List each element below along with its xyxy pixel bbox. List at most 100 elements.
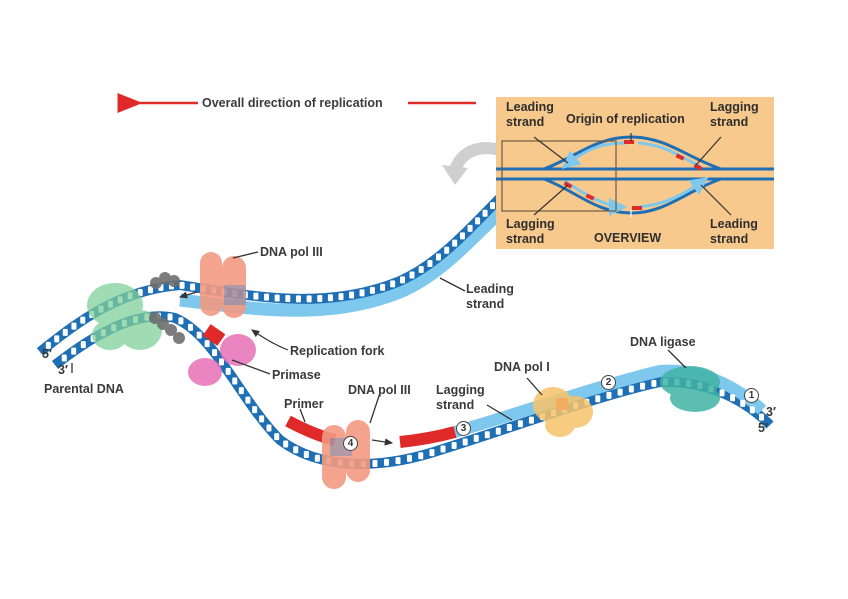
base-pair-tick [418,265,424,273]
base-pair-tick [266,424,272,432]
base-pair-tick [303,451,309,459]
step-3-badge: 3 [456,421,471,436]
label-leading-strand-2: strand [466,297,505,311]
label-primase: Primase [272,368,321,382]
dna-pol-iii-top [200,252,246,318]
base-pair-tick [406,454,412,462]
base-pair-tick [54,335,60,343]
label-dna-pol-iii-top: DNA pol III [260,245,323,259]
label-leading-strand-1: Leading [466,282,514,296]
overview-lagging-strand-top-right: Lagging strand [710,100,759,129]
base-pair-tick [71,347,77,355]
base-pair-tick [359,289,365,297]
base-pair-tick [245,396,251,404]
base-pair-tick [196,331,202,339]
base-pair-tick [232,377,238,385]
leader-lines [71,251,687,424]
overview-bubble [496,133,774,217]
base-pair-tick [467,224,473,232]
base-pair-tick [427,259,433,267]
dna-ligase [660,366,720,412]
base-pair-tick [204,340,210,348]
base-pair-tick [225,367,231,375]
overview-origin-label: Origin of replication [566,112,685,126]
base-pair-tick [730,394,736,402]
base-pair-tick [264,293,270,301]
base-pair-tick [384,458,390,466]
base-pair-tick [372,459,378,467]
base-pair-tick [606,391,612,399]
zoom-arrow [449,142,502,173]
base-pair-tick [306,295,312,303]
base-pair-tick [409,271,415,279]
label-5-prime-left: 5′ [42,347,52,361]
base-pair-tick [80,316,86,324]
base-pair-tick [617,388,623,396]
base-pair-tick [435,253,441,261]
base-pair-tick [452,239,458,247]
base-pair-tick [528,416,534,424]
base-pair-tick [252,406,258,414]
overview-leading-strand-top-left: Leading strand [506,100,554,129]
base-pair-tick [719,389,725,397]
base-pair-tick [380,283,386,291]
base-pair-tick [740,399,746,407]
base-pair-tick [327,294,333,302]
base-pair-tick [451,442,457,450]
base-pair-tick [253,292,259,300]
base-pair-tick [45,341,51,349]
lagging-new-strand [453,364,767,438]
base-pair-tick [490,202,496,210]
base-pair-tick [274,294,280,302]
base-pair-tick [314,454,320,462]
direction-label: Overall direction of replication [202,96,383,110]
synthesis-arrow-top [178,291,198,299]
base-pair-tick [749,406,755,414]
base-pair-tick [61,354,67,362]
base-pair-tick [147,286,153,294]
base-pair-tick [473,434,479,442]
base-pair-tick [390,280,396,288]
base-pair-tick [369,286,375,294]
base-pair-tick [517,420,523,428]
label-lagging-strand-1: Lagging [436,383,485,397]
label-lagging-strand-2: strand [436,398,475,412]
base-pair-tick [640,382,646,390]
base-pair-tick [400,276,406,284]
label-dna-pol-iii-bottom: DNA pol III [348,383,411,397]
base-pair-tick [188,323,194,331]
base-pair-tick [238,387,244,395]
base-pair-tick [293,446,299,454]
overview-panel: Leading strand Origin of replication Lag… [496,97,774,249]
label-parental-dna: Parental DNA [44,382,124,396]
primer-at-primase [202,324,226,346]
base-pair-tick [495,427,501,435]
primer-segment-2 [399,426,457,448]
base-pair-tick [285,295,291,303]
base-pair-tick [80,341,86,349]
label-3-prime-left: 3′ [58,363,68,377]
base-pair-tick [274,433,280,441]
dna-pol-iii-bottom [322,420,370,489]
base-pair-tick [459,232,465,240]
label-replication-fork: Replication fork [290,344,385,358]
base-pair-tick [628,385,634,393]
base-pair-tick [259,415,265,423]
base-pair-tick [190,283,196,291]
step-1-badge: 1 [744,388,759,403]
base-pair-tick [338,293,344,301]
label-3-prime-right: 3′ [766,405,776,419]
step-2-badge: 2 [601,375,616,390]
primase [188,334,256,386]
overview-title: OVERVIEW [594,231,662,245]
base-pair-tick [178,317,184,325]
base-pair-tick [651,379,657,387]
base-pair-tick [295,295,301,303]
base-pair-tick [283,440,289,448]
base-pair-tick [440,445,446,453]
base-pair-tick [349,291,355,299]
base-pair-tick [218,358,224,366]
base-pair-tick [484,431,490,439]
base-pair-tick [482,209,488,217]
